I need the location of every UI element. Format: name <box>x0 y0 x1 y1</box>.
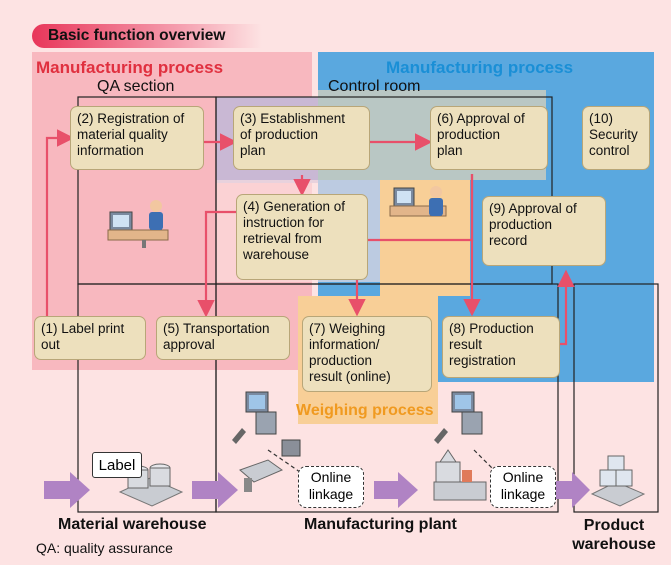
arrow-1-to-2 <box>45 129 75 318</box>
function-box-4: (4) Generation of instruction for retrie… <box>236 194 368 280</box>
flow-arrow-to-mixer <box>374 472 418 508</box>
manufacturing-plant-label: Manufacturing plant <box>304 516 457 533</box>
product-warehouse-label: Product warehouse <box>572 517 656 553</box>
function-box-6: (6) Approval of production plan <box>430 106 548 170</box>
flow-arrow-into-product-warehouse <box>556 472 590 508</box>
function-box-9: (9) Approval of production record <box>482 196 606 266</box>
weighing-station-icon <box>232 391 301 492</box>
material-warehouse-label: Material warehouse <box>58 516 207 533</box>
function-box-2: (2) Registration of material quality inf… <box>70 106 204 170</box>
manufacturing-process-title-left: Manufacturing process <box>36 58 224 77</box>
function-box-7: (7) Weighing information/ production res… <box>302 316 432 392</box>
diagram-title: Basic function overview <box>32 24 262 48</box>
manufacturing-process-title-right: Manufacturing process <box>386 58 574 77</box>
function-box-10: (10) Security control <box>582 106 650 170</box>
footnote: QA: quality assurance <box>36 540 173 556</box>
product-warehouse-outline <box>573 283 659 513</box>
online-linkage-note-2: Online linkage <box>490 466 556 508</box>
function-box-1: (1) Label print out <box>34 316 146 360</box>
arrow-4-to-5 <box>197 210 236 318</box>
mixer-station-icon <box>433 391 487 501</box>
flow-arrow-into-manufacturing-plant <box>192 472 238 508</box>
label-tag: Label <box>92 452 142 478</box>
manufacturing-plant-outline <box>215 283 559 513</box>
function-box-5: (5) Transportation approval <box>156 316 290 360</box>
linkage-line-mixer <box>473 449 497 473</box>
product-pallet-icon <box>590 455 646 507</box>
operator-pc-icon-qa <box>107 200 169 248</box>
function-box-3: (3) Establishment of production plan <box>233 106 370 170</box>
weighing-process-title: Weighing process <box>296 402 434 419</box>
flow-arrow-into-material-warehouse <box>44 472 90 508</box>
control-room-title: Control room <box>328 78 421 95</box>
online-linkage-note-1: Online linkage <box>298 466 364 508</box>
arrow-8-to-9 <box>557 269 575 346</box>
operator-pc-icon-control-room <box>389 186 447 217</box>
function-box-8: (8) Production result registration <box>442 316 560 378</box>
qa-section-title: QA section <box>97 78 175 95</box>
